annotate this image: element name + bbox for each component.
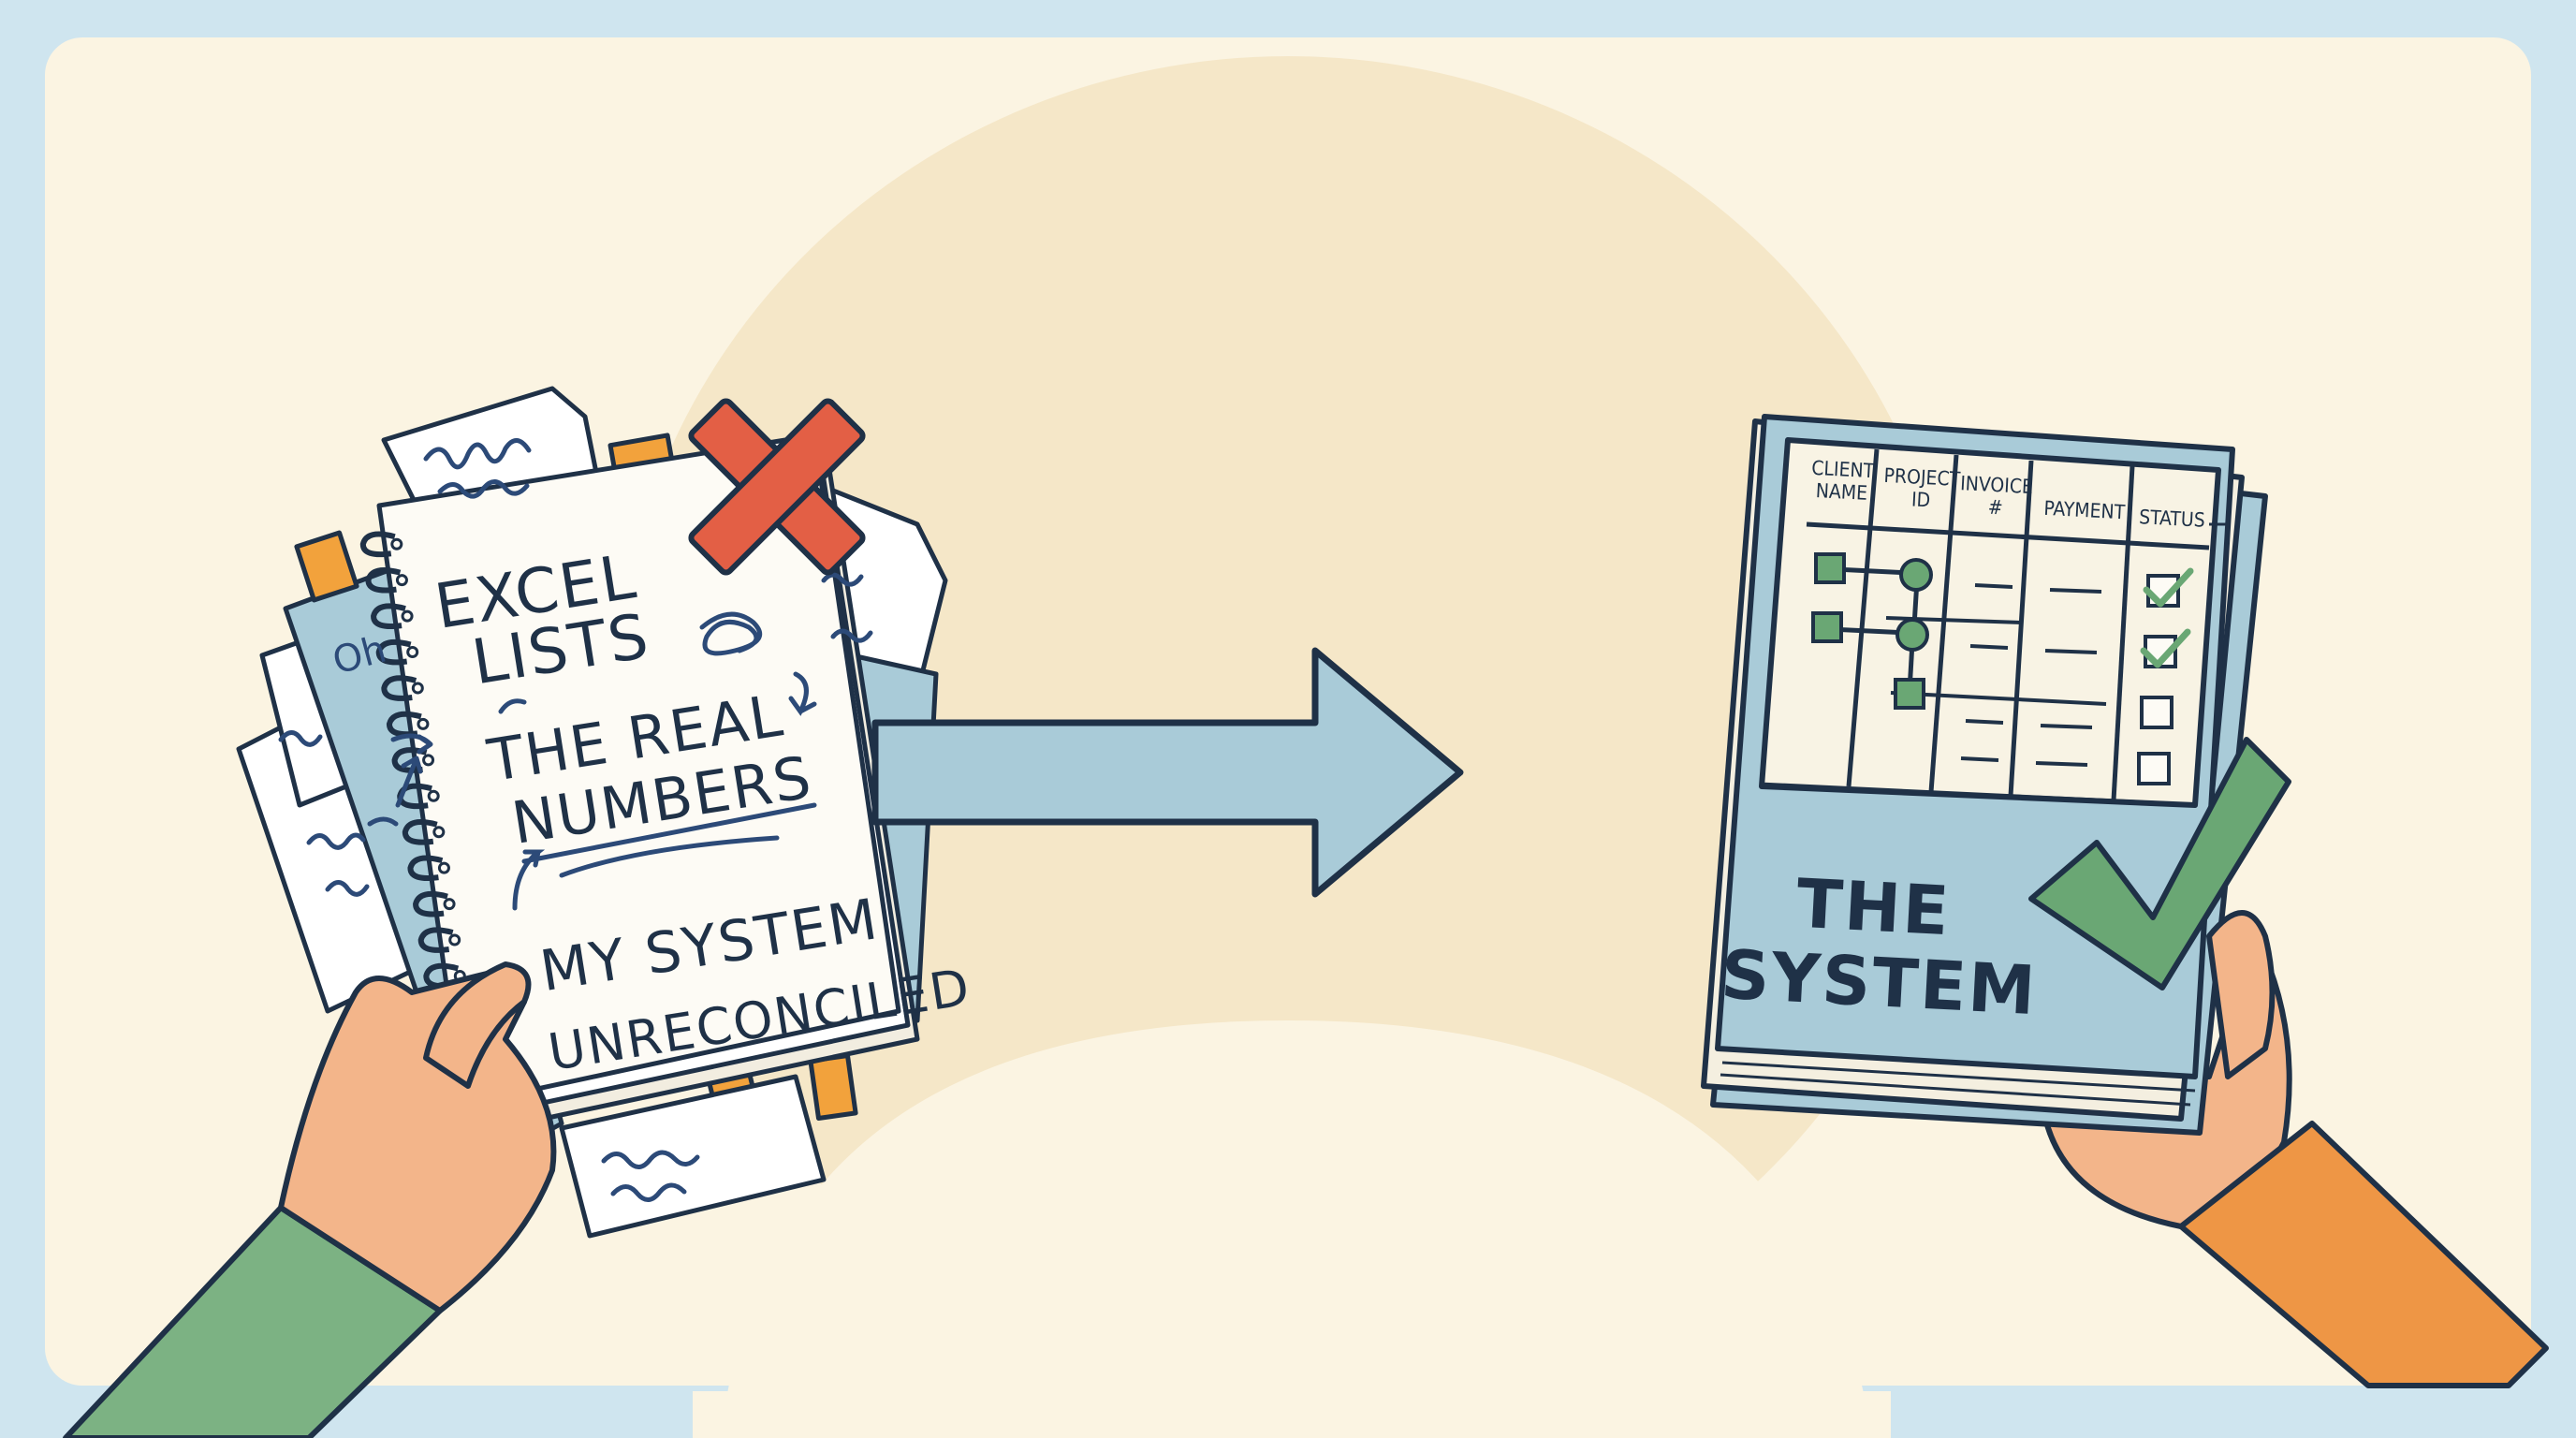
status-check-icons [2140,567,2194,668]
background-halo [614,56,1962,1367]
bottom-arch [721,1020,1872,1438]
table-header-row: CLIENT NAME PROJECT ID INVOICE # PAYMENT… [1811,457,2206,532]
spiral-ring [381,675,417,701]
book-title: THE SYSTEM [1720,864,2040,1031]
left-hand-group [63,961,557,1438]
flow-nodes [1811,552,1933,710]
green-check-icon [2028,737,2291,990]
spiral-hole [401,609,414,623]
spiral-ring [413,890,448,917]
spiral-hole [417,717,430,730]
book-title-line1: THE [1794,864,1953,950]
spiral-ring [365,567,402,594]
spiral-ring [386,711,422,738]
notebook-page [376,433,901,1108]
spiral-hole [395,574,408,587]
spiral-ring [371,603,406,629]
red-cross-icon [688,398,866,576]
orange-tab [294,530,359,603]
right-arrow-icon [871,647,1464,898]
orange-tab [808,1053,858,1121]
spiral-ring [407,855,444,882]
header-payment: PAYMENT [2043,497,2126,524]
right-sleeve [2178,1121,2549,1388]
header-project-line1: PROJECT [1883,464,1961,491]
spiral-ring [359,531,396,558]
spiral-hole [411,682,424,695]
header-invoice-line2: # [1987,496,2003,520]
spiral-hole [437,861,450,874]
header-project-line2: ID [1910,488,1930,511]
header-invoice-line1: INVOICE [1960,472,2034,498]
left-thumb [423,961,532,1089]
header-client-line2: NAME [1815,479,1867,505]
header-client-line1: CLIENT [1811,457,1876,482]
spiral-hole [443,898,456,911]
spiral-ring [391,747,428,773]
spiral-hole [427,789,440,802]
spiral-hole [422,754,435,767]
spiral-ring [417,927,454,953]
spiral-ring [375,638,412,666]
spiral-hole [432,826,446,839]
spiral-hole [390,537,403,550]
book-title-line2: SYSTEM [1720,935,2040,1031]
scribbles [278,438,873,1202]
right-fingers [2206,910,2276,1079]
loose-paper [559,1074,827,1239]
spiral-hole [406,646,419,659]
spiral-hole [448,933,461,946]
header-status: STATUS [2139,506,2206,532]
spiral-ring [402,819,438,845]
